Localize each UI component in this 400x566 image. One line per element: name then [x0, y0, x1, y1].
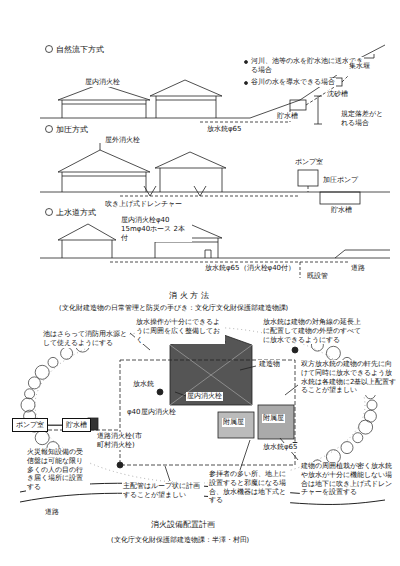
label-text: 屋外消火栓 [104, 136, 141, 145]
label-text: 放水銃φ65 [206, 125, 243, 134]
label-text: 放水銃 [132, 380, 155, 389]
label-text: 河川、池等の水を貯水池に送水できる場合 [250, 57, 364, 75]
label-text: 消火設備配置計画 [150, 520, 216, 530]
label-text: 貯水槽 [330, 206, 353, 215]
label-text: 参拝者の多い所、地上に設置すると邪魔になる場合、放水機器は地下式とする [208, 470, 290, 505]
label-text: 建造物 [258, 360, 281, 369]
label-text: (文化庁文化財保護部建造物課：半澤・村田) [110, 536, 250, 544]
label-text: 加圧ポンプ [322, 176, 359, 185]
label-text: 附属屋 [262, 414, 285, 423]
label-text: 放水銃φ65 [262, 443, 299, 452]
label-text: 加圧方式 [55, 125, 89, 135]
label-text: 集水堰 [348, 62, 371, 71]
label-text: 規定落差がとれる場合 [340, 110, 390, 128]
label-text: 双方放水銃の建物の軒先に向けて同時に放水できるよう放水銃は各建物に2基以上配置す… [300, 360, 398, 395]
label-text: 上水道方式 [55, 208, 97, 218]
pipe-connector [48, 425, 62, 426]
label-text: 建物の周囲植栽が密く放水銃や放水が十分に機能しない場合は地下に吹き上げ式ドレンチ… [300, 462, 398, 497]
label-text: 道路 [350, 264, 366, 273]
label-text: 吹き上げ式ドレンチャー [104, 200, 183, 209]
label-text: 谷川の水を導水できる場合 [250, 78, 336, 87]
label-text: 放水操作が十分にできるように周囲を広く整備しておく [135, 318, 225, 344]
label-text: 貯水槽 [276, 112, 299, 121]
label-text: 沈砂槽 [326, 90, 349, 99]
label-text: ポンプ室 [294, 158, 324, 167]
label-text: 屋内消火栓 [186, 392, 223, 401]
label-text: 池はさらって消防用水源として使えるようにする [42, 330, 129, 348]
label-text: 附属屋 [222, 418, 245, 427]
label-text: 放水銃は建物の対角線の延長上に配置して建物の外壁のすべてに放水できるようにする [262, 318, 364, 344]
label-text: 主配管はループ状に計画することが望ましい [122, 482, 204, 500]
label-text: 自然流下方式 [55, 45, 105, 55]
label-text: 道路 [44, 508, 60, 517]
node-text: 貯水槽 [66, 421, 87, 429]
label-text: 屋内消火栓 [84, 78, 121, 87]
label-text: (文化財建造物の日常管理と防災の手びき：文化庁文化財保護部建造物課) [58, 304, 289, 312]
label-text: φ40屋内消火栓 [126, 408, 177, 417]
caption: 消 火 方 法 [168, 291, 210, 301]
label-text: 道路消火栓(市町村消火栓) [96, 432, 146, 450]
label-text: 放水銃φ65（消火栓φ40付） [204, 264, 296, 273]
label-text: 火災報知設備の受信盤は可能な限り多くの人の目の行き届く場所に設置する [26, 448, 90, 492]
label-text: 屋内消火栓φ40 15mφ40ホース 2本付 [120, 216, 192, 242]
facility-box: ポンプ室 [12, 418, 48, 432]
node-text: ポンプ室 [16, 421, 44, 429]
label-text: 既設管 [306, 272, 329, 281]
facility-box: 貯水槽 [62, 418, 91, 432]
